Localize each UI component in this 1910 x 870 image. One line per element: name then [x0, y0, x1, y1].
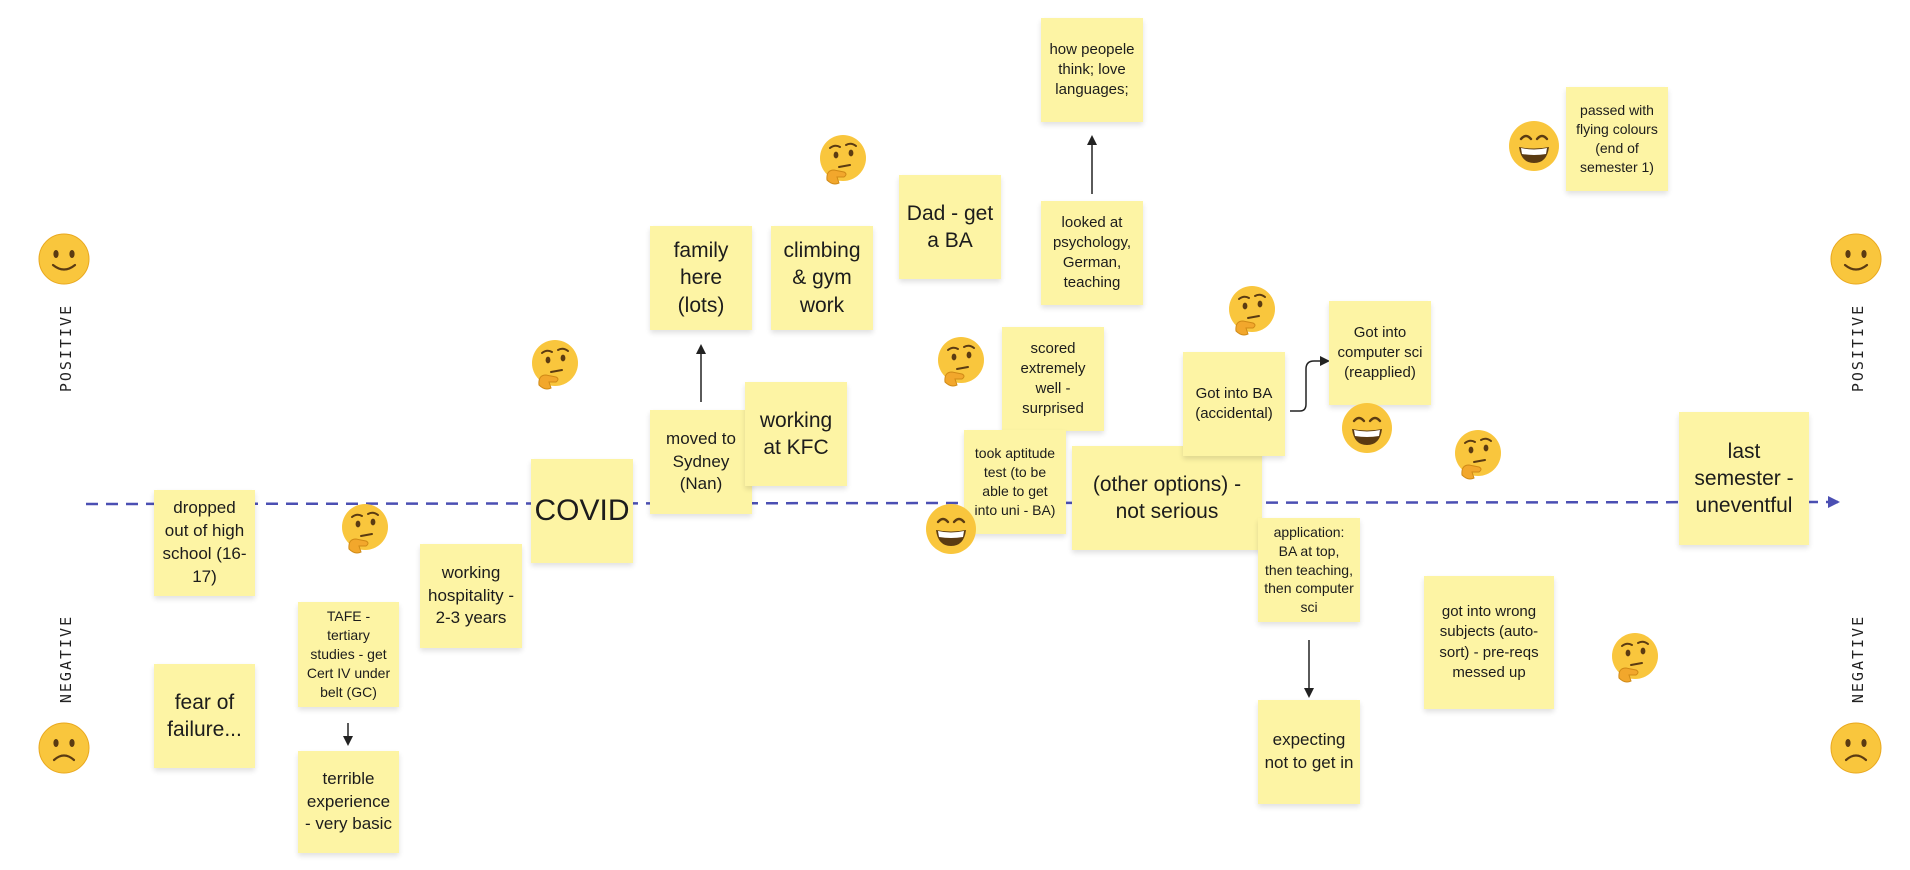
note-got-into-cs[interactable]: Got into computer sci (reapplied) [1329, 301, 1431, 405]
note-text: COVID [534, 493, 630, 527]
note-text: last semester - uneventful [1694, 439, 1794, 518]
note-dropped-out[interactable]: dropped out of high school (16-17) [154, 490, 255, 596]
smile-icon [1830, 233, 1882, 285]
note-text: looked at psychology, German, teaching [1052, 213, 1132, 292]
note-text: how peopele think; love languages; [1049, 40, 1135, 99]
note-text: moved to Sydney (Nan) [666, 428, 736, 494]
note-text: working hospitality - 2-3 years [428, 562, 514, 628]
thinking-icon [1455, 430, 1501, 480]
thinking-icon [820, 135, 866, 185]
note-passed[interactable]: passed with flying colours (end of semes… [1566, 87, 1668, 191]
note-moved-to-sydney[interactable]: moved to Sydney (Nan) [650, 410, 752, 514]
note-other-options[interactable]: (other options) - not serious [1072, 446, 1262, 550]
note-text: took aptitude test (to be able to get in… [974, 445, 1056, 518]
positive-label-right: POSITIVE [1849, 303, 1867, 393]
note-text: Dad - get a BA [906, 201, 994, 252]
note-climbing-gym[interactable]: climbing & gym work [771, 226, 873, 330]
note-text: family here (lots) [673, 239, 729, 317]
thinking-icon [342, 504, 388, 554]
note-aptitude-test[interactable]: took aptitude test (to be able to get in… [964, 430, 1066, 534]
note-text: Got into BA (accidental) [1195, 384, 1273, 422]
note-working-hospitality[interactable]: working hospitality - 2-3 years [420, 544, 522, 648]
note-text: dropped out of high school (16-17) [162, 498, 247, 586]
note-text: TAFE - tertiary studies - get Cert IV un… [306, 608, 391, 700]
grin-icon [1342, 403, 1392, 453]
thinking-icon [1229, 286, 1275, 336]
timeline-axis [85, 496, 1840, 509]
note-text: application: BA at top, then teaching, t… [1264, 523, 1354, 616]
note-text: passed with flying colours (end of semes… [1576, 102, 1658, 175]
note-scored-well[interactable]: scored extremely well - surprised [1002, 327, 1104, 431]
thinking-icon [532, 340, 578, 390]
note-wrong-subjects[interactable]: got into wrong subjects (auto-sort) - pr… [1424, 576, 1554, 709]
note-text: fear of failure... [167, 690, 242, 741]
note-text: (other options) - not serious [1092, 472, 1242, 523]
note-fear-of-failure[interactable]: fear of failure... [154, 664, 255, 768]
note-terrible-experience[interactable]: terrible experience - very basic [298, 751, 399, 853]
note-expecting-not-in[interactable]: expecting not to get in [1258, 700, 1360, 804]
grin-icon [926, 504, 976, 554]
note-text: scored extremely well - surprised [1020, 339, 1086, 418]
negative-label-right: NEGATIVE [1849, 614, 1867, 704]
note-covid[interactable]: COVID [531, 459, 633, 563]
thinking-icon [1612, 633, 1658, 683]
note-family-here[interactable]: family here (lots) [650, 226, 752, 330]
note-text: working at KFC [759, 408, 833, 459]
note-text: Got into computer sci (reapplied) [1337, 323, 1423, 382]
positive-label-left: POSITIVE [57, 303, 75, 393]
smile-icon [38, 233, 90, 285]
note-tafe[interactable]: TAFE - tertiary studies - get Cert IV un… [298, 602, 399, 707]
note-text: terrible experience - very basic [305, 768, 392, 834]
frown-icon [1830, 722, 1882, 774]
arrow-ba-to-cs [1290, 356, 1330, 412]
note-dad-ba[interactable]: Dad - get a BA [899, 175, 1001, 279]
note-how-people-think[interactable]: how peopele think; love languages; [1041, 18, 1143, 122]
note-text: got into wrong subjects (auto-sort) - pr… [1439, 603, 1539, 681]
negative-label-left: NEGATIVE [57, 614, 75, 704]
note-last-semester[interactable]: last semester - uneventful [1679, 412, 1809, 545]
note-got-into-ba[interactable]: Got into BA (accidental) [1183, 352, 1285, 456]
note-looked-at[interactable]: looked at psychology, German, teaching [1041, 201, 1143, 305]
note-working-kfc[interactable]: working at KFC [745, 382, 847, 486]
frown-icon [38, 722, 90, 774]
note-text: climbing & gym work [783, 239, 861, 317]
thinking-icon [938, 337, 984, 387]
note-text: expecting not to get in [1264, 730, 1354, 772]
note-application[interactable]: application: BA at top, then teaching, t… [1258, 518, 1360, 622]
grin-icon [1509, 121, 1559, 171]
